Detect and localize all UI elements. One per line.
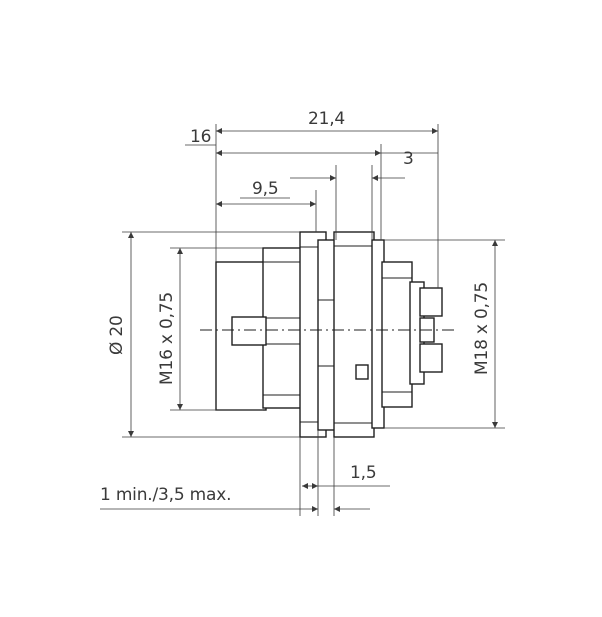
rear-housing <box>381 261 413 408</box>
extension-lines <box>122 124 505 516</box>
center-pin <box>231 316 267 346</box>
panel-body <box>317 239 337 431</box>
nut-thickness-label: 1,5 <box>350 463 376 483</box>
diameter-label: Ø 20 <box>107 315 127 355</box>
dimension-lines <box>100 128 498 512</box>
thread-length-label: 9,5 <box>252 179 278 199</box>
front-thread-label: M16 x 0,75 <box>157 292 177 385</box>
rear-contact-lower <box>419 343 443 373</box>
front-length-label: 16 <box>190 127 211 147</box>
flange <box>333 231 375 438</box>
rear-contact-upper <box>419 287 443 317</box>
overall-length-label: 21,4 <box>308 109 345 129</box>
key-notch <box>355 364 369 380</box>
dimension-labels: 21,4 16 3 9,5 Ø 20 M16 x 0,75 M18 x 0,75… <box>100 109 492 505</box>
rear-thread-label: M18 x 0,75 <box>472 282 492 375</box>
front-thread-sleeve <box>262 247 304 409</box>
panel-thickness-label: 1 min./3,5 max. <box>100 485 231 505</box>
rear-length-label: 3 <box>403 149 414 169</box>
connector-body <box>200 231 455 438</box>
